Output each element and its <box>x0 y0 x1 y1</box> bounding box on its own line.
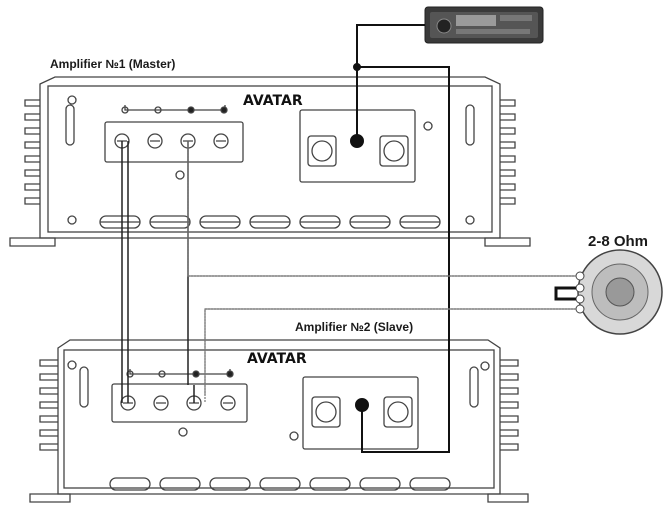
head-unit-display <box>456 15 496 26</box>
amp2-speaker-terminals <box>111 369 248 423</box>
speaker-impedance-label: 2-8 Ohm <box>588 233 649 250</box>
head-unit-knob <box>436 18 452 34</box>
amp2-input-panel <box>302 376 419 450</box>
bridge-link-wires <box>121 141 195 403</box>
amp1-speaker-terminals <box>104 105 244 163</box>
signal-wires <box>350 24 450 453</box>
amp2-logo: AVATAR <box>247 351 307 367</box>
amp2-heatsink-right <box>500 359 519 451</box>
amp2-title: Amplifier №2 (Slave) <box>295 320 414 334</box>
amp1-logo: AVATAR <box>243 93 303 109</box>
amp1-title: Amplifier №1 (Master) <box>50 57 176 71</box>
amplifier-slave <box>29 339 529 503</box>
amp1-heatsink-left <box>24 99 40 205</box>
head-unit <box>424 6 544 44</box>
amp1-heatsink-right <box>500 99 516 205</box>
speaker-output-wires <box>187 141 576 403</box>
speaker-bridge-jumper <box>554 286 576 301</box>
speaker-dust-cap <box>605 277 635 307</box>
amp2-heatsink-left <box>39 359 58 451</box>
speaker-terminals <box>575 271 585 314</box>
amplifier-master <box>9 76 531 247</box>
speaker <box>554 249 663 335</box>
